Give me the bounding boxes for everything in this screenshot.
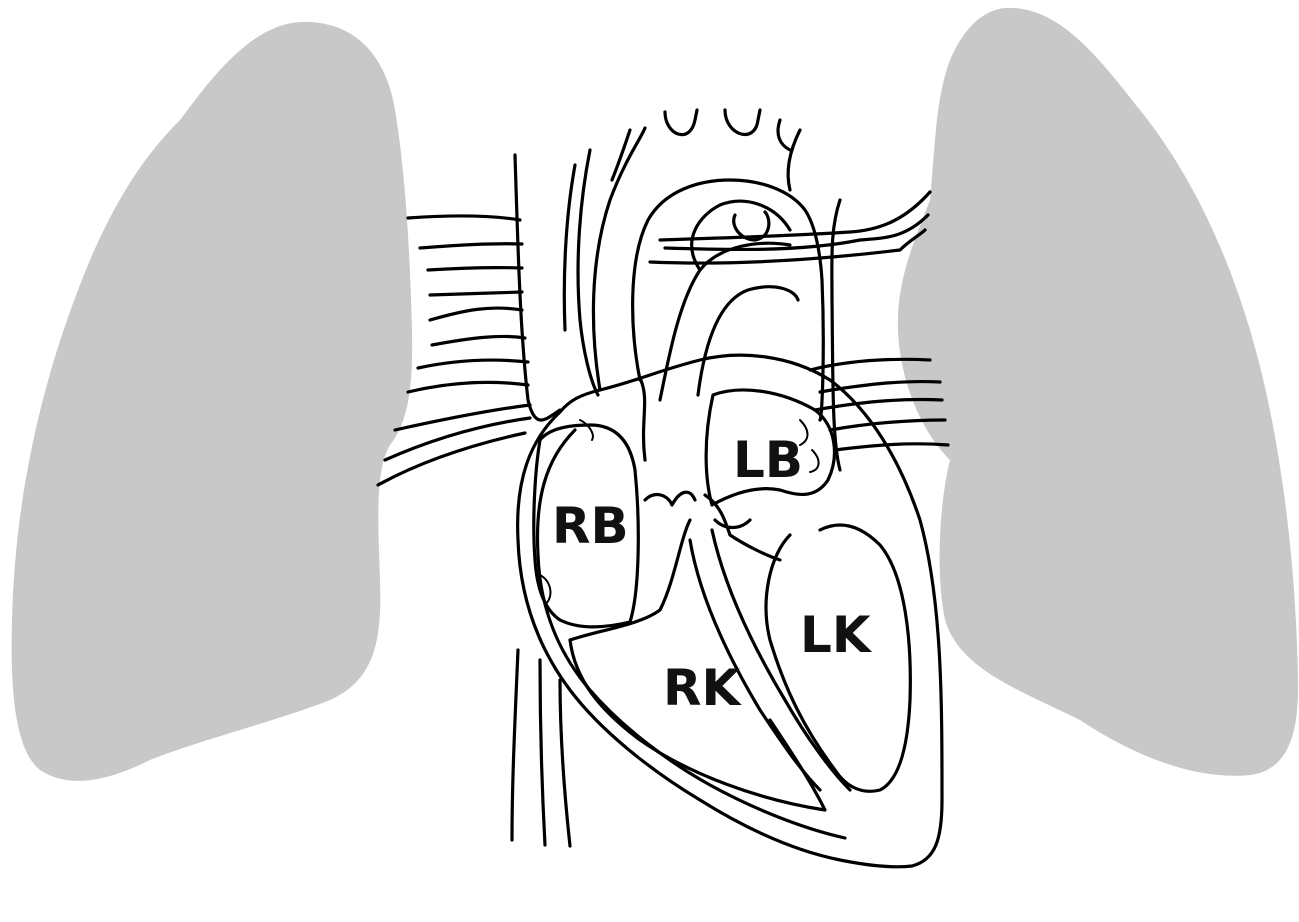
mitral-valve-2: [715, 520, 750, 528]
label-left-ventricle: LK: [800, 606, 873, 664]
left-lung: [898, 8, 1298, 776]
label-right-ventricle: RK: [663, 659, 743, 717]
pulmonary-trunk: [660, 201, 798, 400]
heart-inner-outline: [537, 430, 845, 838]
label-left-atrium: LB: [733, 431, 803, 489]
tricuspid-valve: [645, 492, 695, 505]
label-right-atrium: RB: [552, 497, 629, 555]
aortic-arch: [593, 110, 840, 470]
right-lung: [12, 22, 413, 781]
